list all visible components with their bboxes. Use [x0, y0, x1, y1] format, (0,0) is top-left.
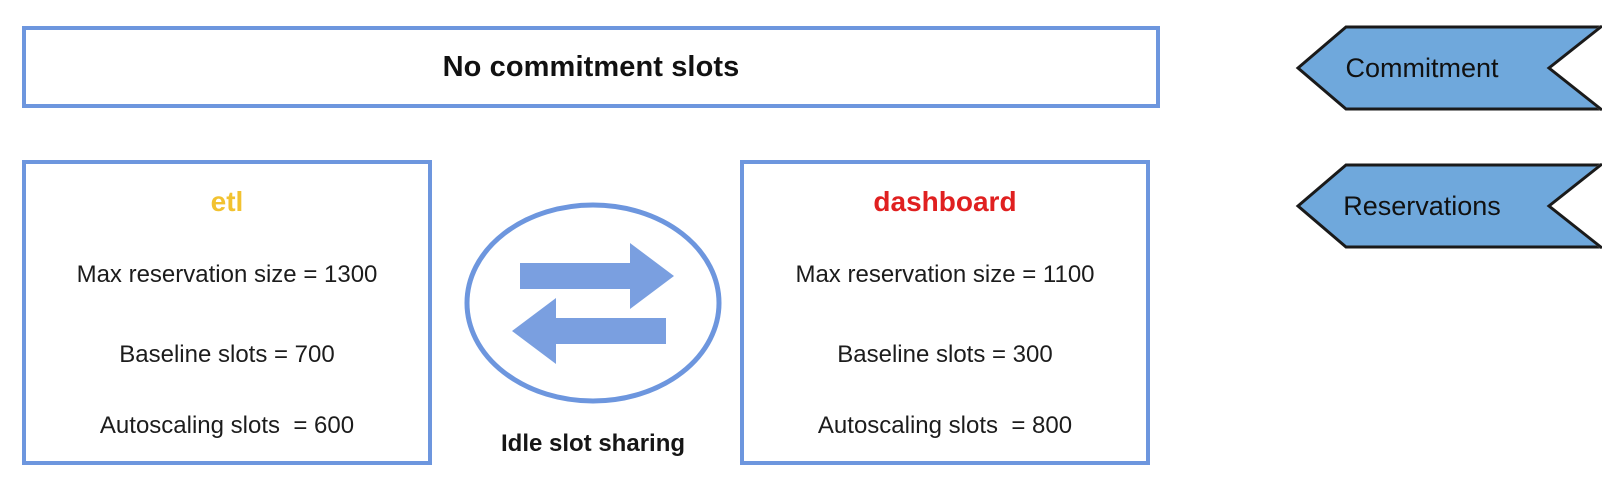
reservation-etl-max-size: Max reservation size = 1300: [76, 261, 378, 288]
reservation-box-dashboard: dashboard Max reservation size = 1100 Ba…: [740, 160, 1150, 465]
two-way-exchange-arrows-icon: [464, 202, 722, 404]
idle-slot-sharing-caption: Idle slot sharing: [500, 430, 686, 457]
reservation-etl-baseline-slots: Baseline slots = 700: [119, 341, 335, 368]
reservation-dashboard-autoscaling-slots: Autoscaling slots = 800: [817, 412, 1073, 439]
reservation-etl-autoscaling-slots: Autoscaling slots = 600: [99, 412, 355, 439]
reservation-box-etl: etl Max reservation size = 1300 Baseline…: [22, 160, 432, 465]
idle-slot-sharing-group: Idle slot sharing: [462, 198, 724, 458]
reservation-title-etl: etl: [210, 186, 244, 217]
reservation-title-dashboard: dashboard: [873, 186, 1017, 217]
chevron-left-shape-icon: [1295, 24, 1602, 112]
chevron-left-shape-icon: [1295, 162, 1602, 250]
legend-chevron-reservations[interactable]: Reservations: [1242, 162, 1602, 250]
reservation-dashboard-max-size: Max reservation size = 1100: [795, 261, 1095, 288]
reservation-dashboard-baseline-slots: Baseline slots = 300: [837, 341, 1053, 368]
legend-chevron-commitment[interactable]: Commitment: [1242, 24, 1602, 112]
no-commitment-slots-label: No commitment slots: [442, 50, 740, 83]
no-commitment-slots-box: No commitment slots: [22, 26, 1160, 108]
